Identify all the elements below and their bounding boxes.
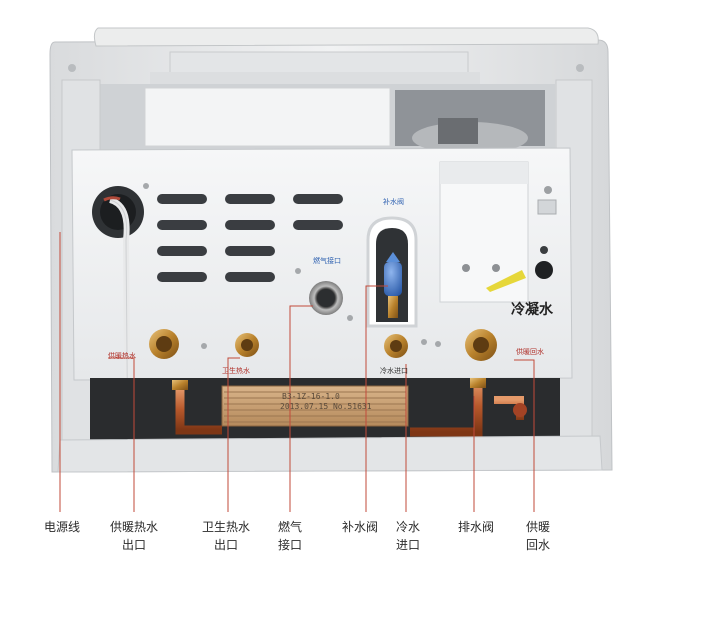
refill-valve-small-label: 补水阀 — [383, 198, 404, 206]
callout-cold-inlet: 冷水 进口 — [390, 518, 426, 554]
callout-heating-return-line1: 供暖 — [525, 520, 550, 534]
callout-drain-valve-text: 排水阀 — [457, 520, 494, 534]
plate-serial-line1: B3-1Z-16-1.0 — [282, 392, 340, 401]
callout-dhw-outlet-line2: 出口 — [213, 538, 238, 552]
callout-heating-return-line2: 回水 — [525, 538, 550, 552]
dhw-outlet-small-label: 卫生热水 — [222, 367, 250, 375]
callout-refill-valve-text: 补水阀 — [341, 520, 378, 534]
callout-heating-outlet: 供暖热水 出口 — [104, 518, 164, 554]
gas-inlet-small-label: 燃气接口 — [313, 257, 341, 265]
cold-inlet-small-label: 冷水进口 — [380, 367, 408, 375]
heating-return-small-label: 供暖回水 — [516, 348, 544, 356]
callout-gas-inlet-line1: 燃气 — [277, 520, 302, 534]
condensate-label: 冷凝水 — [511, 302, 553, 318]
callout-heating-return: 供暖 回水 — [520, 518, 556, 554]
callout-refill-valve: 补水阀 — [336, 518, 384, 536]
callout-heating-outlet-line2: 出口 — [121, 538, 146, 552]
callout-cold-inlet-line1: 冷水 — [395, 520, 420, 534]
callout-heating-outlet-line1: 供暖热水 — [109, 520, 158, 534]
heating-outlet-small-label: 供暖热水 — [108, 352, 136, 360]
callout-drain-valve: 排水阀 — [452, 518, 500, 536]
callout-gas-inlet-line2: 接口 — [277, 538, 302, 552]
callout-gas-inlet: 燃气 接口 — [272, 518, 308, 554]
plate-serial-line2: 2013.07.15 No.51631 — [280, 402, 372, 411]
callout-power-cord-text: 电源线 — [43, 520, 80, 534]
callout-power-cord: 电源线 — [38, 518, 86, 536]
callout-dhw-outlet: 卫生热水 出口 — [196, 518, 256, 554]
callout-dhw-outlet-line1: 卫生热水 — [201, 520, 250, 534]
callout-cold-inlet-line2: 进口 — [395, 538, 420, 552]
